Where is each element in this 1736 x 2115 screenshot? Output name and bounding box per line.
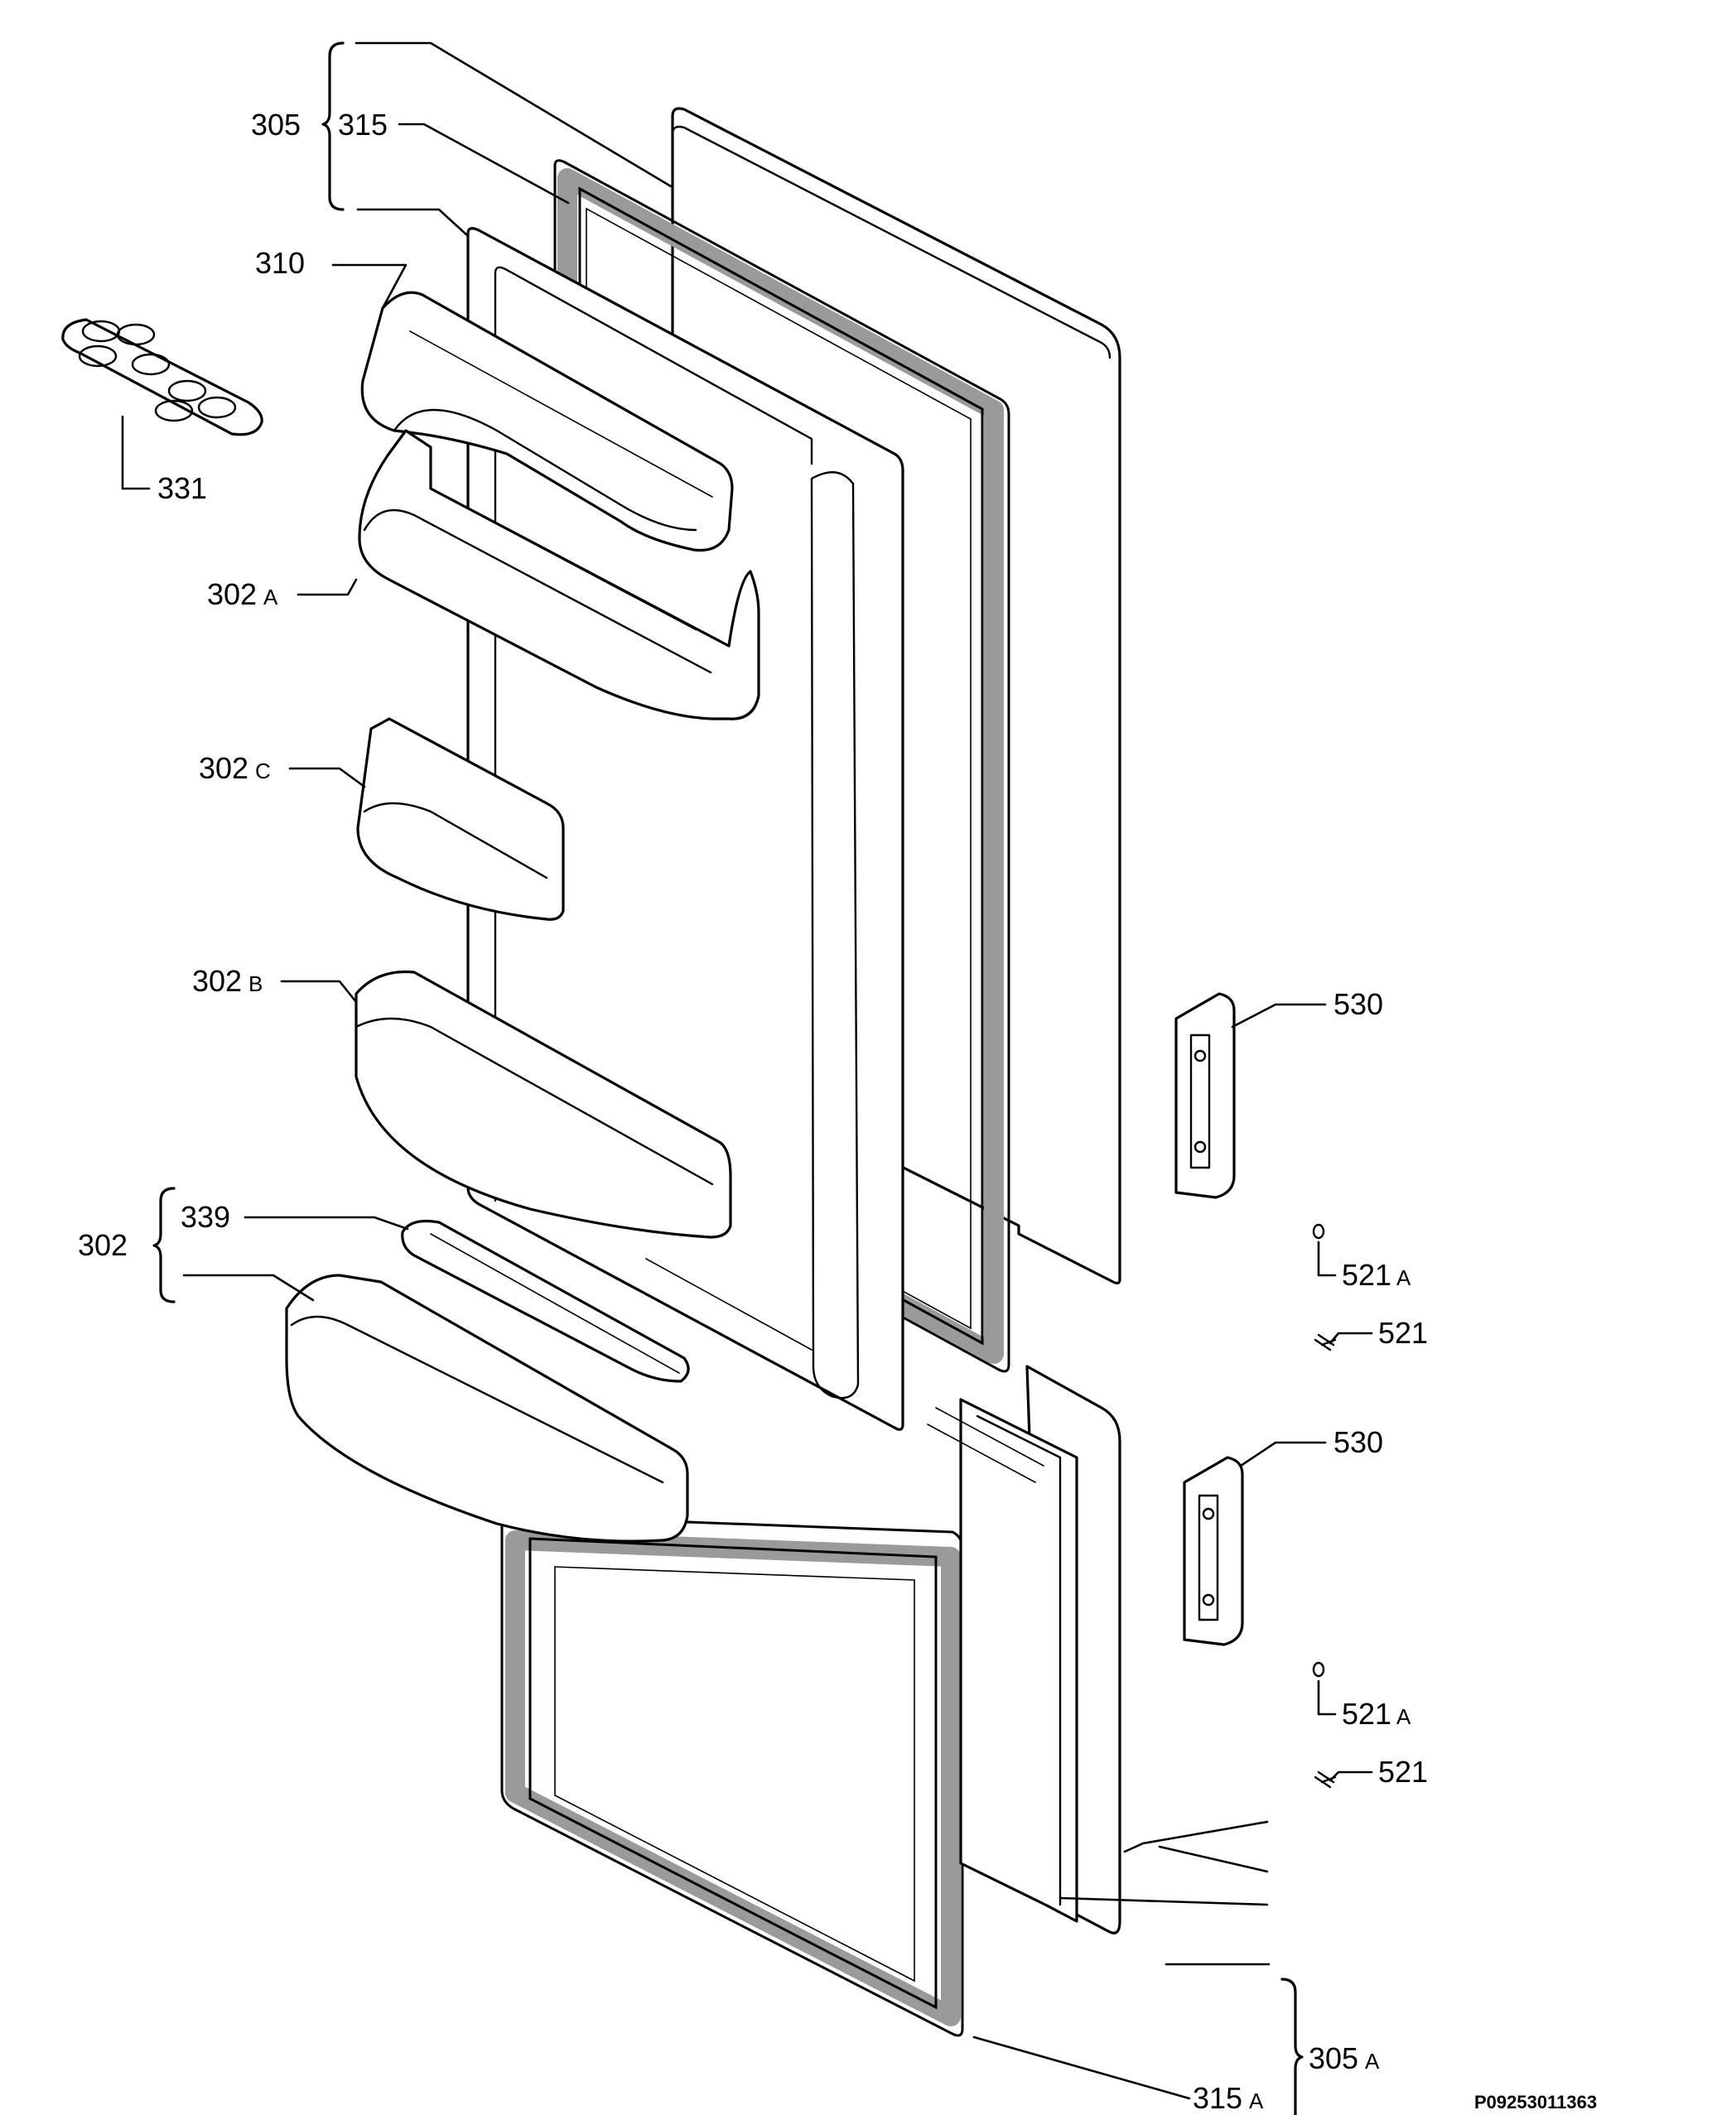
hinge-530-bottom [1183,1456,1244,1646]
door-shelf-302c [356,717,565,921]
label-302b-number: 302 [192,964,242,998]
leader-lines [121,41,1373,2100]
brace-302 [152,1187,176,1303]
label-305: 305 [251,108,301,142]
label-530-top: 530 [1333,987,1383,1021]
door-shelf-302 [285,1274,689,1543]
part-labels: 305 315 310 331 302 A 302 C 302 B 302 33… [78,108,1428,2115]
label-302a-suffix: A [263,585,278,609]
label-302c-number: 302 [199,751,248,785]
dairy-cover-310 [360,291,734,552]
brace-305a [1280,1978,1304,2115]
label-302: 302 [78,1228,128,1262]
egg-tray-331 [61,318,263,436]
label-521-bottom: 521 [1378,1755,1428,1789]
lower-inner-frame [927,1398,1078,1923]
label-530-bottom: 530 [1333,1425,1383,1459]
door-shelf-302a [358,429,760,720]
label-521a-top-suffix: A [1396,1265,1411,1290]
label-315a-number: 315 [1193,2081,1242,2115]
label-521a-bottom-suffix: A [1396,1704,1411,1729]
lower-door-gasket [500,1511,964,2037]
washer-521a-bottom [1312,1661,1325,1678]
brace-305 [321,41,345,211]
door-shelf-302b [354,970,732,1239]
label-521a-top-number: 521 [1342,1258,1391,1292]
label-305a-suffix: A [1365,2049,1380,2074]
washer-521a-top [1312,1223,1325,1240]
bottle-retainer-339 [401,1219,690,1383]
label-521-top: 521 [1378,1316,1428,1350]
label-302c-suffix: C [255,759,271,783]
label-521a-bottom-number: 521 [1342,1697,1391,1731]
label-315: 315 [338,108,388,142]
label-331: 331 [157,471,207,505]
label-302b-suffix: B [248,971,263,996]
label-315a-suffix: A [1249,2089,1264,2113]
label-339: 339 [181,1200,230,1234]
label-310: 310 [255,246,305,280]
label-305a-number: 305 [1309,2041,1358,2075]
hinge-530-top [1174,992,1236,1199]
diagram-reference-code: P09253011363 [1474,2092,1597,2113]
label-302a-number: 302 [207,577,257,611]
